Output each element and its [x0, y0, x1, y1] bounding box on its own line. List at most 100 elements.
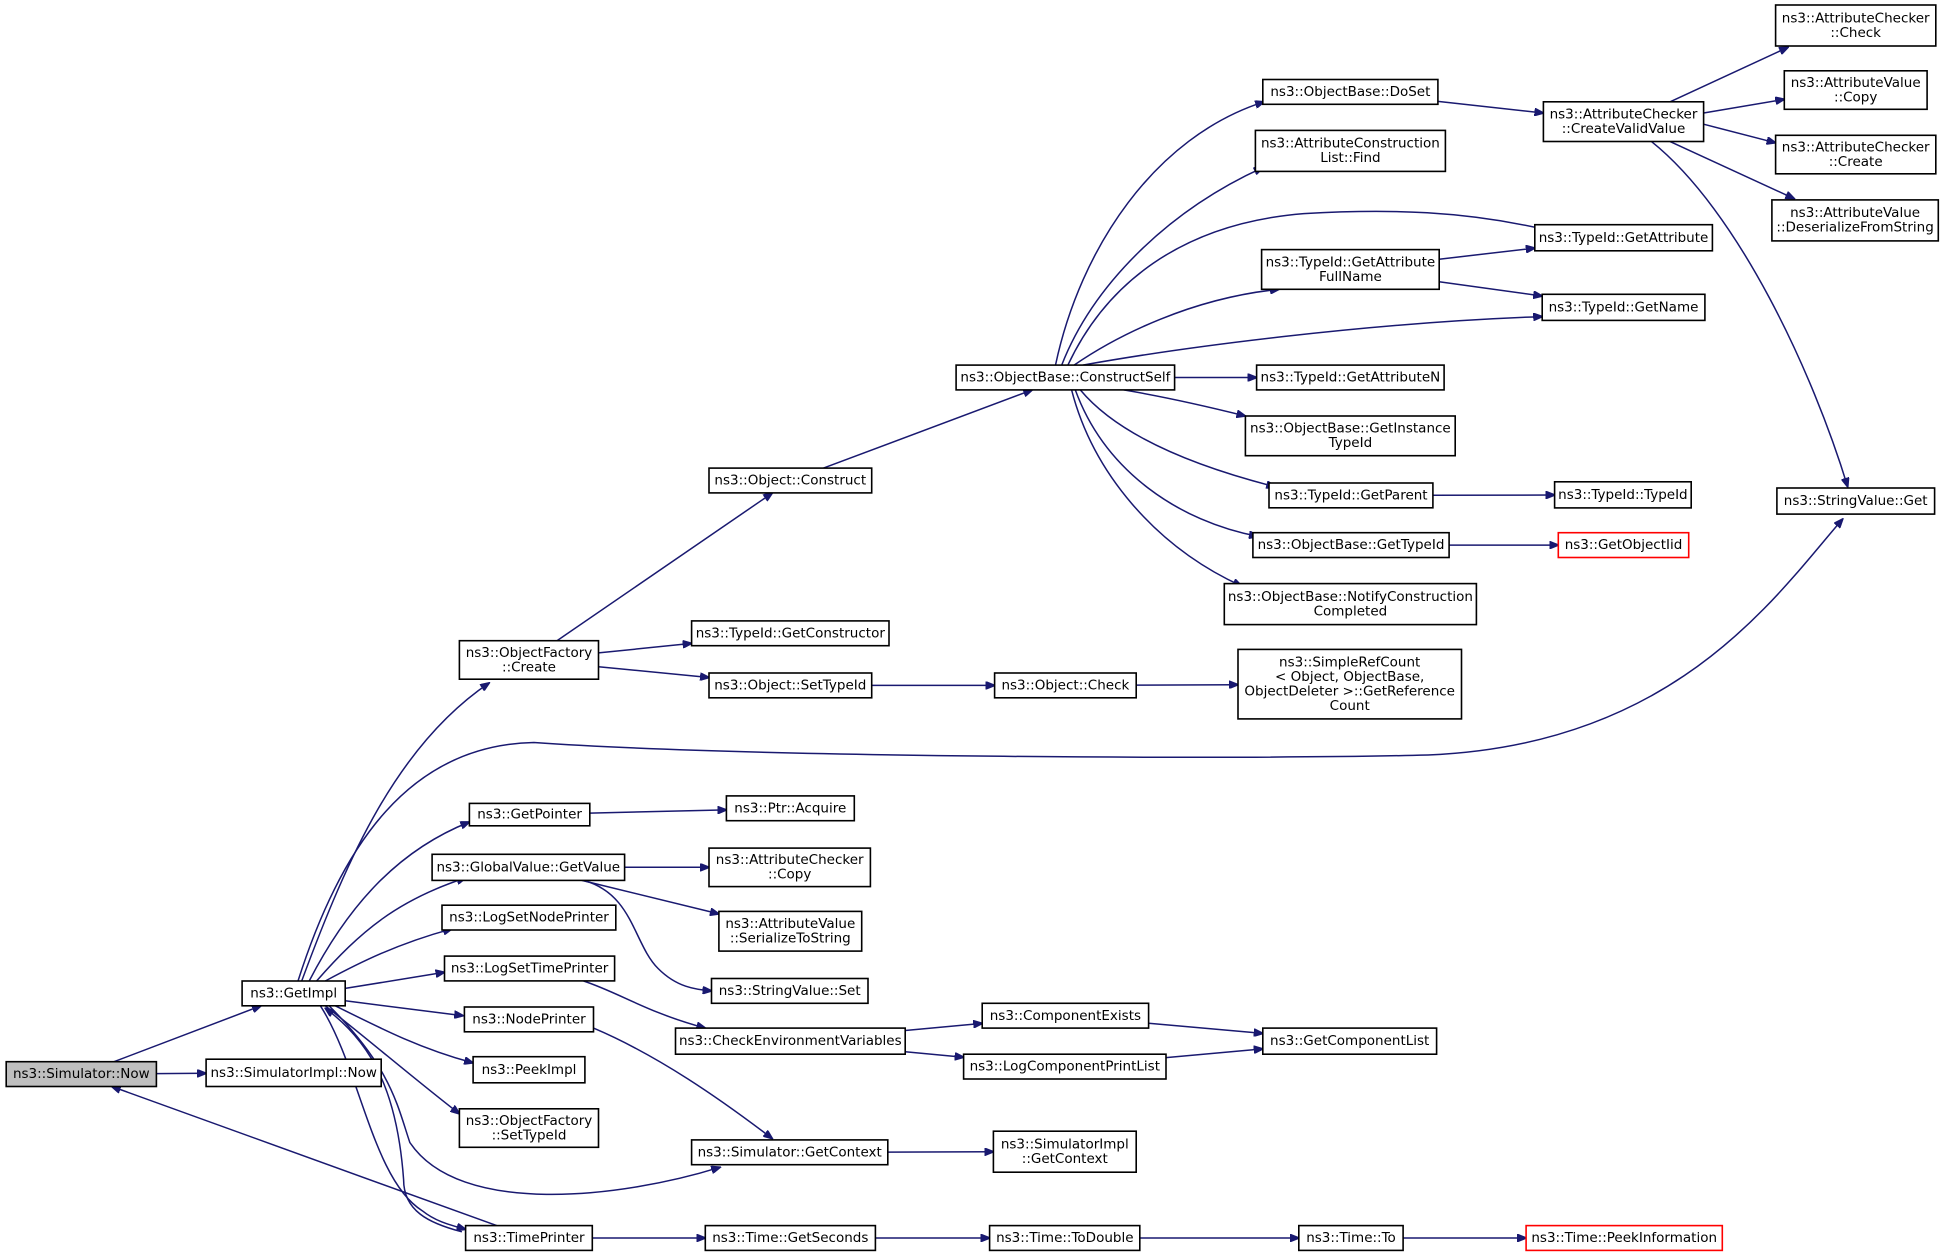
node-label: ::Create — [1829, 154, 1883, 170]
node-tidtypeid[interactable]: ns3::TypeId::TypeId — [1553, 480, 1692, 509]
node-ofsettypeid[interactable]: ns3::ObjectFactory::SetTypeId — [458, 1108, 600, 1149]
node-obdoset[interactable]: ns3::ObjectBase::DoSet — [1262, 78, 1439, 106]
node-label: ns3::ObjectBase::ConstructSelf — [960, 370, 1171, 386]
edge-getimpl-to-logsetnode — [324, 929, 452, 982]
node-timeprinter[interactable]: ns3::TimePrinter — [464, 1224, 594, 1252]
node-label: ns3::Object::Construct — [714, 473, 866, 489]
edge-getimpl-to-ofcreate — [300, 683, 490, 982]
node-tidgetname[interactable]: ns3::TypeId::GetName — [1541, 293, 1706, 322]
node-tidgetattrn[interactable]: ns3::TypeId::GetAttributeN — [1255, 364, 1445, 391]
node-svget[interactable]: ns3::StringValue::Get — [1776, 487, 1936, 515]
node-label: ns3::Time::To — [1306, 1230, 1396, 1246]
node-logsettime[interactable]: ns3::LogSetTimePrinter — [443, 955, 616, 982]
edge-accreatevalid-to-avdeserialize — [1669, 140, 1794, 199]
node-label: ns3::AttributeChecker — [1782, 139, 1930, 155]
node-tidgetparent[interactable]: ns3::TypeId::GetParent — [1268, 482, 1434, 509]
node-box — [458, 1108, 600, 1149]
node-timepeekinfo[interactable]: ns3::Time::PeekInformation — [1525, 1224, 1724, 1252]
node-accreatevalid[interactable]: ns3::AttributeChecker::CreateValidValue — [1542, 101, 1705, 143]
node-label: ns3::GetPointer — [477, 807, 582, 823]
node-nodeprinter[interactable]: ns3::NodePrinter — [463, 1006, 595, 1033]
node-obconstructself[interactable]: ns3::ObjectBase::ConstructSelf — [955, 364, 1176, 391]
node-label: ::Copy — [768, 867, 811, 883]
edge-accreatevalid-to-svget — [1651, 141, 1848, 487]
node-accopy[interactable]: ns3::AttributeChecker::Copy — [708, 847, 872, 888]
node-label: ns3::TimePrinter — [473, 1230, 585, 1246]
node-timetodouble[interactable]: ns3::Time::ToDouble — [988, 1224, 1141, 1252]
node-avserialize[interactable]: ns3::AttributeValue::SerializeToString — [718, 910, 863, 952]
node-box — [718, 910, 863, 952]
node-logcompprint[interactable]: ns3::LogComponentPrintList — [962, 1053, 1167, 1080]
node-compexists[interactable]: ns3::ComponentExists — [981, 1002, 1150, 1029]
node-box — [708, 672, 873, 699]
node-box — [5, 1060, 158, 1088]
node-obnotify[interactable]: ns3::ObjectBase::NotifyConstructionCompl… — [1223, 582, 1478, 626]
node-logsetnode[interactable]: ns3::LogSetNodePrinter — [441, 904, 617, 931]
node-simplerefcount[interactable]: ns3::SimpleRefCount< Object, ObjectBase,… — [1237, 648, 1463, 720]
node-ofcreate[interactable]: ns3::ObjectFactory::Create — [458, 639, 600, 681]
node-account[interactable]: ns3::AttributeChecker::Check — [1774, 4, 1937, 47]
node-gvgetvalue[interactable]: ns3::GlobalValue::GetValue — [431, 853, 626, 882]
node-svset[interactable]: ns3::StringValue::Set — [710, 977, 869, 1005]
node-avdeserialize[interactable]: ns3::AttributeValue::DeserializeFromStri… — [1771, 199, 1940, 242]
node-box — [468, 802, 591, 827]
node-label: List::Find — [1320, 150, 1380, 166]
node-objsettypeid[interactable]: ns3::Object::SetTypeId — [708, 672, 873, 699]
node-box — [1557, 531, 1690, 559]
node-box — [988, 1224, 1141, 1252]
node-label: < Object, ObjectBase, — [1275, 669, 1424, 685]
node-label: ns3::AttributeValue — [1790, 205, 1920, 221]
node-accreate[interactable]: ns3::AttributeChecker::Create — [1774, 134, 1937, 175]
node-tidgetctor[interactable]: ns3::TypeId::GetConstructor — [690, 620, 890, 647]
node-label: ns3::ObjectBase::GetInstance — [1250, 421, 1451, 437]
node-getpointer[interactable]: ns3::GetPointer — [468, 802, 591, 827]
node-label: Completed — [1314, 603, 1388, 619]
edge-checkenv-to-compexists — [905, 1023, 982, 1032]
edge-gvgetvalue-to-avserialize — [581, 879, 719, 914]
node-label: ns3::TypeId::GetAttributeN — [1261, 370, 1441, 386]
node-label: ns3::TypeId::GetAttribute — [1539, 230, 1709, 246]
node-now[interactable]: ns3::Simulator::Now — [5, 1060, 158, 1088]
node-peekimpl[interactable]: ns3::PeekImpl — [472, 1055, 586, 1084]
node-label: ns3::AttributeConstruction — [1261, 136, 1440, 152]
node-simimplnow[interactable]: ns3::SimulatorImpl::Now — [205, 1058, 383, 1088]
edge-accreatevalid-to-accreate — [1703, 123, 1776, 143]
node-box — [458, 639, 600, 681]
node-box — [1553, 480, 1692, 509]
node-box — [441, 904, 617, 931]
node-getobjectiid[interactable]: ns3::GetObjectIid — [1557, 531, 1690, 559]
node-box — [962, 1053, 1167, 1080]
node-label: ns3::Object::SetTypeId — [714, 678, 866, 694]
node-box — [464, 1224, 594, 1252]
node-avcopy[interactable]: ns3::AttributeValue::Copy — [1783, 70, 1928, 111]
node-label: ns3::ObjectBase::GetTypeId — [1258, 537, 1445, 553]
node-box — [1771, 199, 1940, 242]
node-ptracquire[interactable]: ns3::Ptr::Acquire — [725, 795, 856, 822]
node-checkenv[interactable]: ns3::CheckEnvironmentVariables — [674, 1027, 906, 1055]
node-box — [443, 955, 616, 982]
node-box — [1776, 487, 1936, 515]
edge-obconstructself-to-obgetinst — [1123, 389, 1246, 416]
node-obgettypeid[interactable]: ns3::ObjectBase::GetTypeId — [1252, 531, 1450, 559]
node-simgetctx[interactable]: ns3::Simulator::GetContext — [690, 1139, 889, 1166]
node-objcheck[interactable]: ns3::Object::Check — [993, 672, 1137, 699]
edge-getimpl-to-timeprinter — [319, 1005, 465, 1230]
node-label: ObjectDeleter >::GetReference — [1244, 684, 1455, 700]
node-tidgetattr[interactable]: ns3::TypeId::GetAttribute — [1534, 223, 1714, 252]
node-box — [1542, 101, 1705, 143]
node-objconstruct[interactable]: ns3::Object::Construct — [708, 467, 873, 494]
node-label: ns3::AttributeValue — [1791, 75, 1921, 91]
node-label: ns3::Object::Check — [1001, 678, 1129, 694]
node-timegetsec[interactable]: ns3::Time::GetSeconds — [704, 1224, 877, 1252]
node-label: ::Check — [1830, 25, 1881, 41]
node-simimplgetctx[interactable]: ns3::SimulatorImpl::GetContext — [992, 1130, 1138, 1173]
node-getcomplist[interactable]: ns3::GetComponentList — [1262, 1027, 1438, 1055]
node-getimpl[interactable]: ns3::GetImpl — [241, 980, 347, 1007]
node-label: ns3::ObjectBase::NotifyConstruction — [1228, 589, 1473, 605]
node-timeto[interactable]: ns3::Time::To — [1298, 1224, 1404, 1252]
node-label: ns3::Simulator::GetContext — [698, 1144, 882, 1160]
